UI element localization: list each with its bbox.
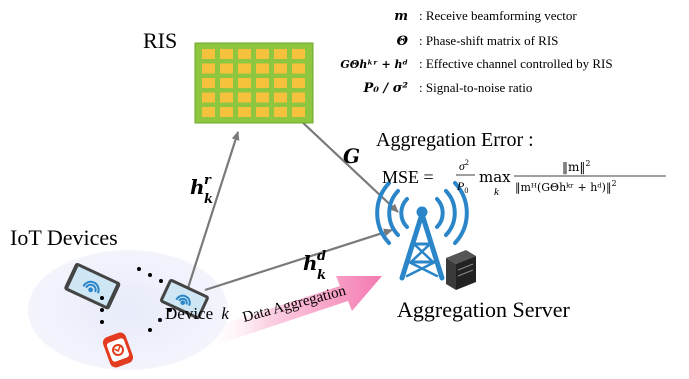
ris-element [274, 49, 287, 59]
ris-panel-icon [194, 42, 314, 124]
aggregation-error-label: Aggregation Error : [376, 129, 534, 151]
ris-element [202, 107, 215, 117]
ris-element [220, 49, 233, 59]
ris-element [292, 92, 305, 103]
channel-label-hkr: h [190, 175, 205, 199]
ris-element [256, 78, 269, 88]
data-aggregation-arrow [205, 276, 382, 346]
svg-text:σ2: σ2 [459, 158, 469, 173]
ris-element [292, 78, 305, 88]
svg-text:k: k [494, 186, 500, 198]
svg-text:max: max [479, 168, 511, 186]
ris-element [220, 107, 233, 117]
smartwatch-icon [102, 332, 134, 368]
ris-element [202, 49, 215, 59]
svg-text:‖m‖2: ‖m‖2 [562, 159, 590, 174]
ris-element [238, 92, 251, 103]
wifi-icon [175, 294, 191, 307]
server-icon [446, 250, 476, 290]
ris-label: RIS [143, 28, 177, 53]
ris-element [202, 92, 215, 103]
legend-symbol: m [394, 9, 408, 24]
channel-label-hkd-sub: k [317, 268, 326, 283]
ris-element [220, 78, 233, 88]
ris-element [238, 107, 251, 117]
legend-description: : Receive beamforming vector [419, 8, 577, 23]
legend-description: : Effective channel controlled by RIS [419, 56, 613, 71]
tower-icon [375, 181, 469, 281]
ris-element [274, 92, 287, 103]
ris-element [202, 63, 215, 74]
svg-text:‖mᴴ(GΘhᵏʳ + hᵈ)‖2: ‖mᴴ(GΘhᵏʳ + hᵈ)‖2 [515, 179, 617, 195]
ris-element [256, 63, 269, 74]
channel-label-hkr-sup: r [204, 173, 212, 188]
arrow-device-to-server [204, 228, 393, 292]
svg-text:MSE =: MSE = [382, 167, 434, 187]
channel-label-hkd: h [303, 251, 318, 275]
legend-symbol: GΘhᵏʳ + hᵈ [340, 58, 408, 71]
device-dots [100, 267, 172, 332]
ris-element [274, 78, 287, 88]
ris-element [292, 63, 305, 74]
tablet-icon [159, 278, 209, 320]
aggregation-server-label: Aggregation Server [397, 297, 571, 322]
channel-label-hkr-sub: k [204, 192, 213, 207]
ris-element [238, 49, 251, 59]
ris-element [220, 92, 233, 103]
ris-element [274, 63, 287, 74]
mse-formula: MSE = σ2 P0 max k ‖m‖2 ‖mᴴ(GΘhᵏʳ + hᵈ)‖2 [382, 158, 666, 198]
ris-element [292, 107, 305, 117]
iot-devices-label: IoT Devices [10, 225, 118, 250]
ris-element [256, 92, 269, 103]
channel-label-G: G [343, 144, 360, 168]
legend-description: : Signal-to-noise ratio [419, 80, 532, 95]
arrow-device-to-ris [186, 131, 240, 289]
ris-element [238, 63, 251, 74]
ris-element [238, 78, 251, 88]
ris-element [202, 78, 215, 88]
tablet-icon [64, 262, 121, 310]
legend-symbol: Θ [397, 34, 409, 49]
wifi-icon [82, 280, 100, 294]
ris-element [256, 49, 269, 59]
ris-element [220, 63, 233, 74]
ris-element [274, 107, 287, 117]
device-label: Device k [165, 304, 229, 323]
ris-element [256, 107, 269, 117]
legend-symbol: P₀ / σ² [362, 81, 408, 96]
ris-element [292, 49, 305, 59]
svg-text:P0: P0 [456, 179, 468, 195]
legend-description: : Phase-shift matrix of RIS [419, 33, 558, 48]
channel-label-hkd-sup: d [317, 249, 326, 264]
